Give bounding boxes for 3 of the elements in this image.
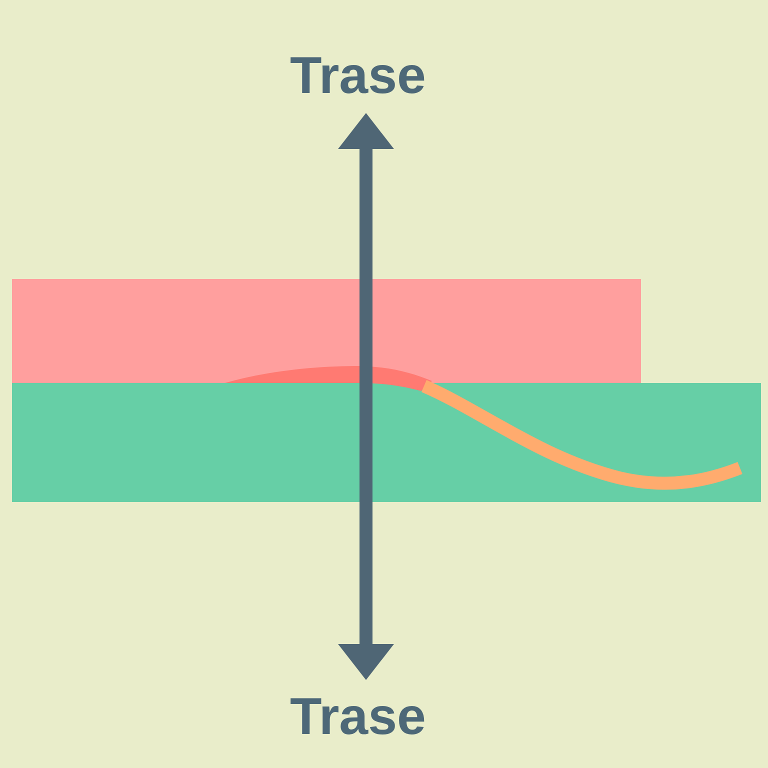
arrow-label: Trase <box>290 45 426 107</box>
double-arrow <box>338 113 394 680</box>
arrow-label: Trase <box>290 686 426 748</box>
